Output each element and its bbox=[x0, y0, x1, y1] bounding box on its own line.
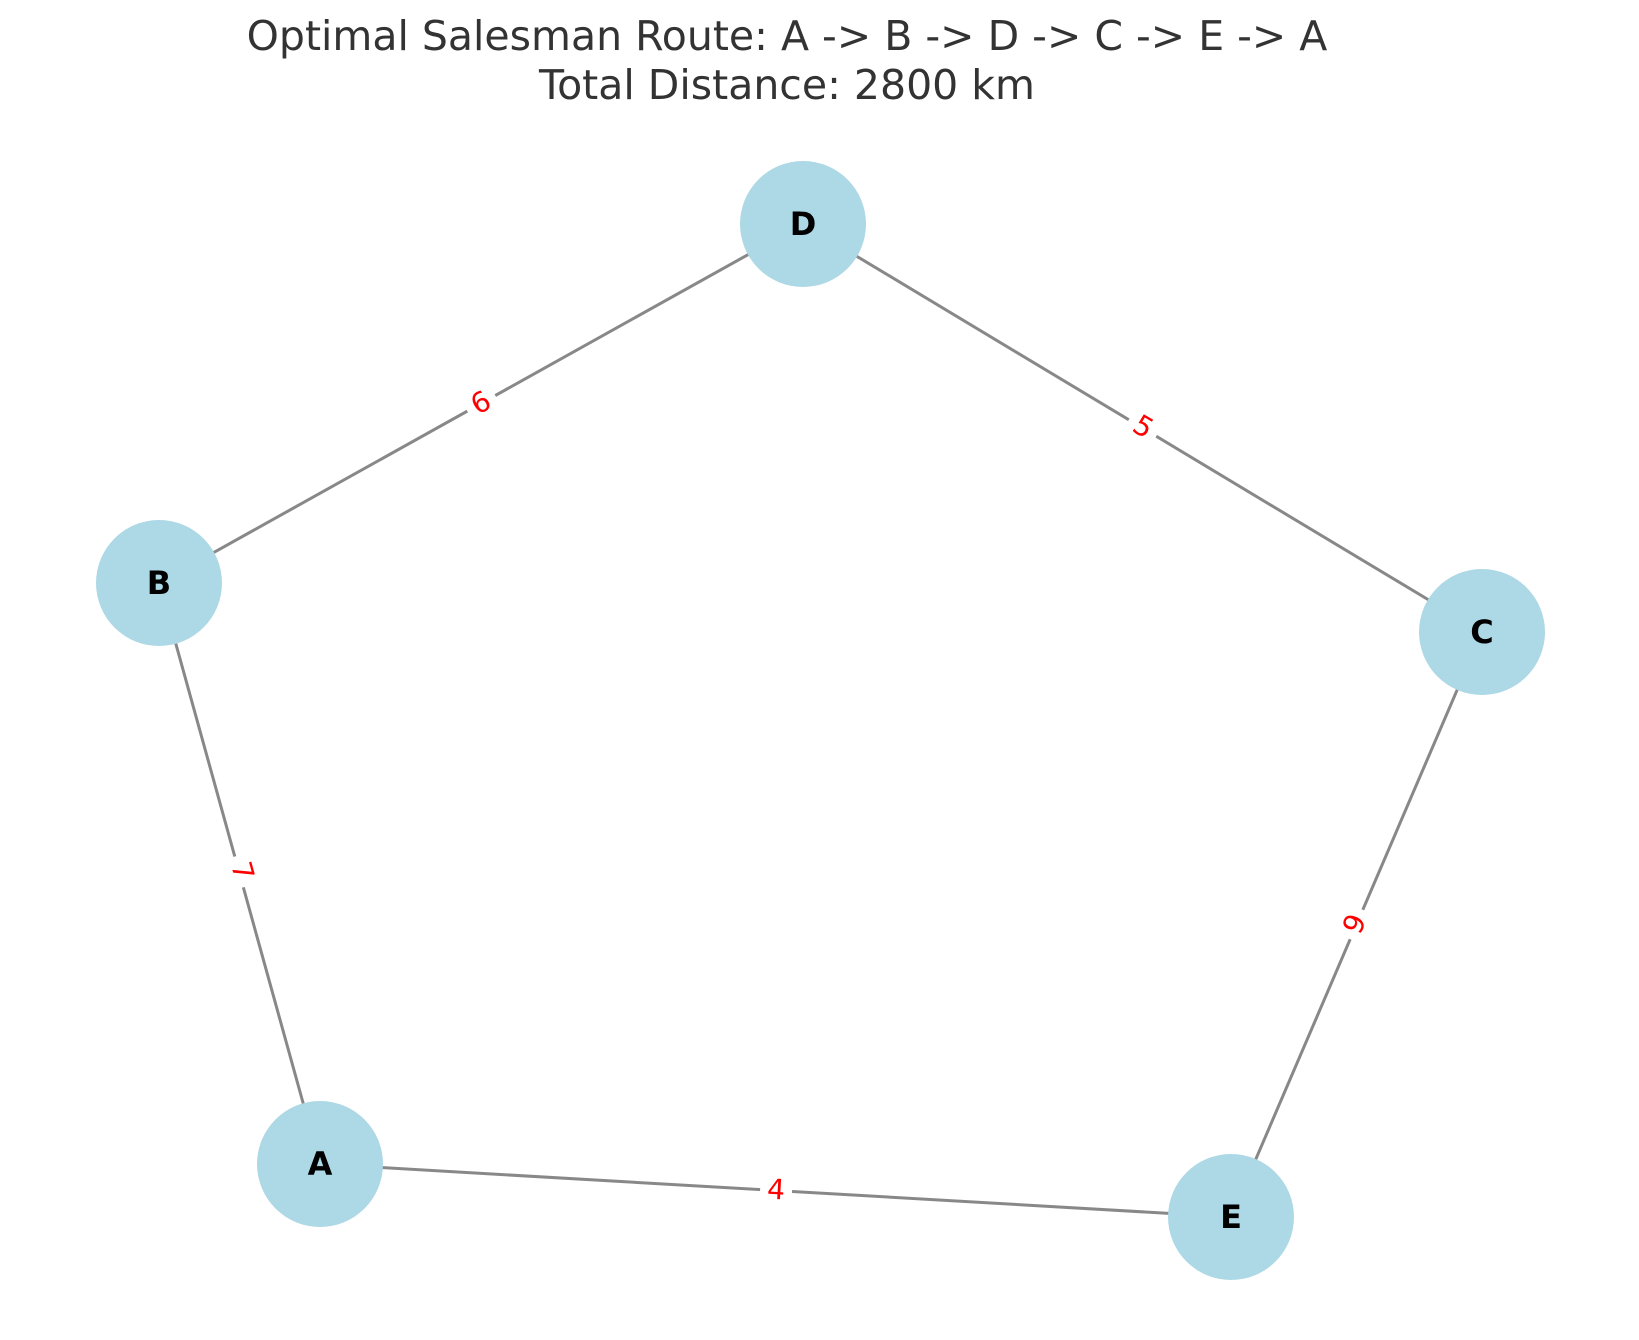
figure-title: Optimal Salesman Route: A -> B -> D -> C… bbox=[247, 12, 1328, 110]
title-distance-line: Total Distance: 2800 km bbox=[539, 61, 1035, 109]
node-A: A bbox=[257, 1101, 383, 1227]
node-D: D bbox=[740, 161, 866, 287]
edge-weight-A-E: 4 bbox=[759, 1172, 793, 1208]
node-label-C: C bbox=[1470, 613, 1494, 651]
node-label-E: E bbox=[1220, 1198, 1242, 1236]
node-label-D: D bbox=[789, 205, 817, 243]
node-E: E bbox=[1168, 1154, 1294, 1280]
node-B: B bbox=[96, 520, 222, 646]
title-route-line: Optimal Salesman Route: A -> B -> D -> C… bbox=[246, 12, 1328, 60]
node-label-B: B bbox=[146, 564, 172, 602]
node-C: C bbox=[1419, 569, 1545, 695]
node-label-A: A bbox=[307, 1145, 333, 1183]
